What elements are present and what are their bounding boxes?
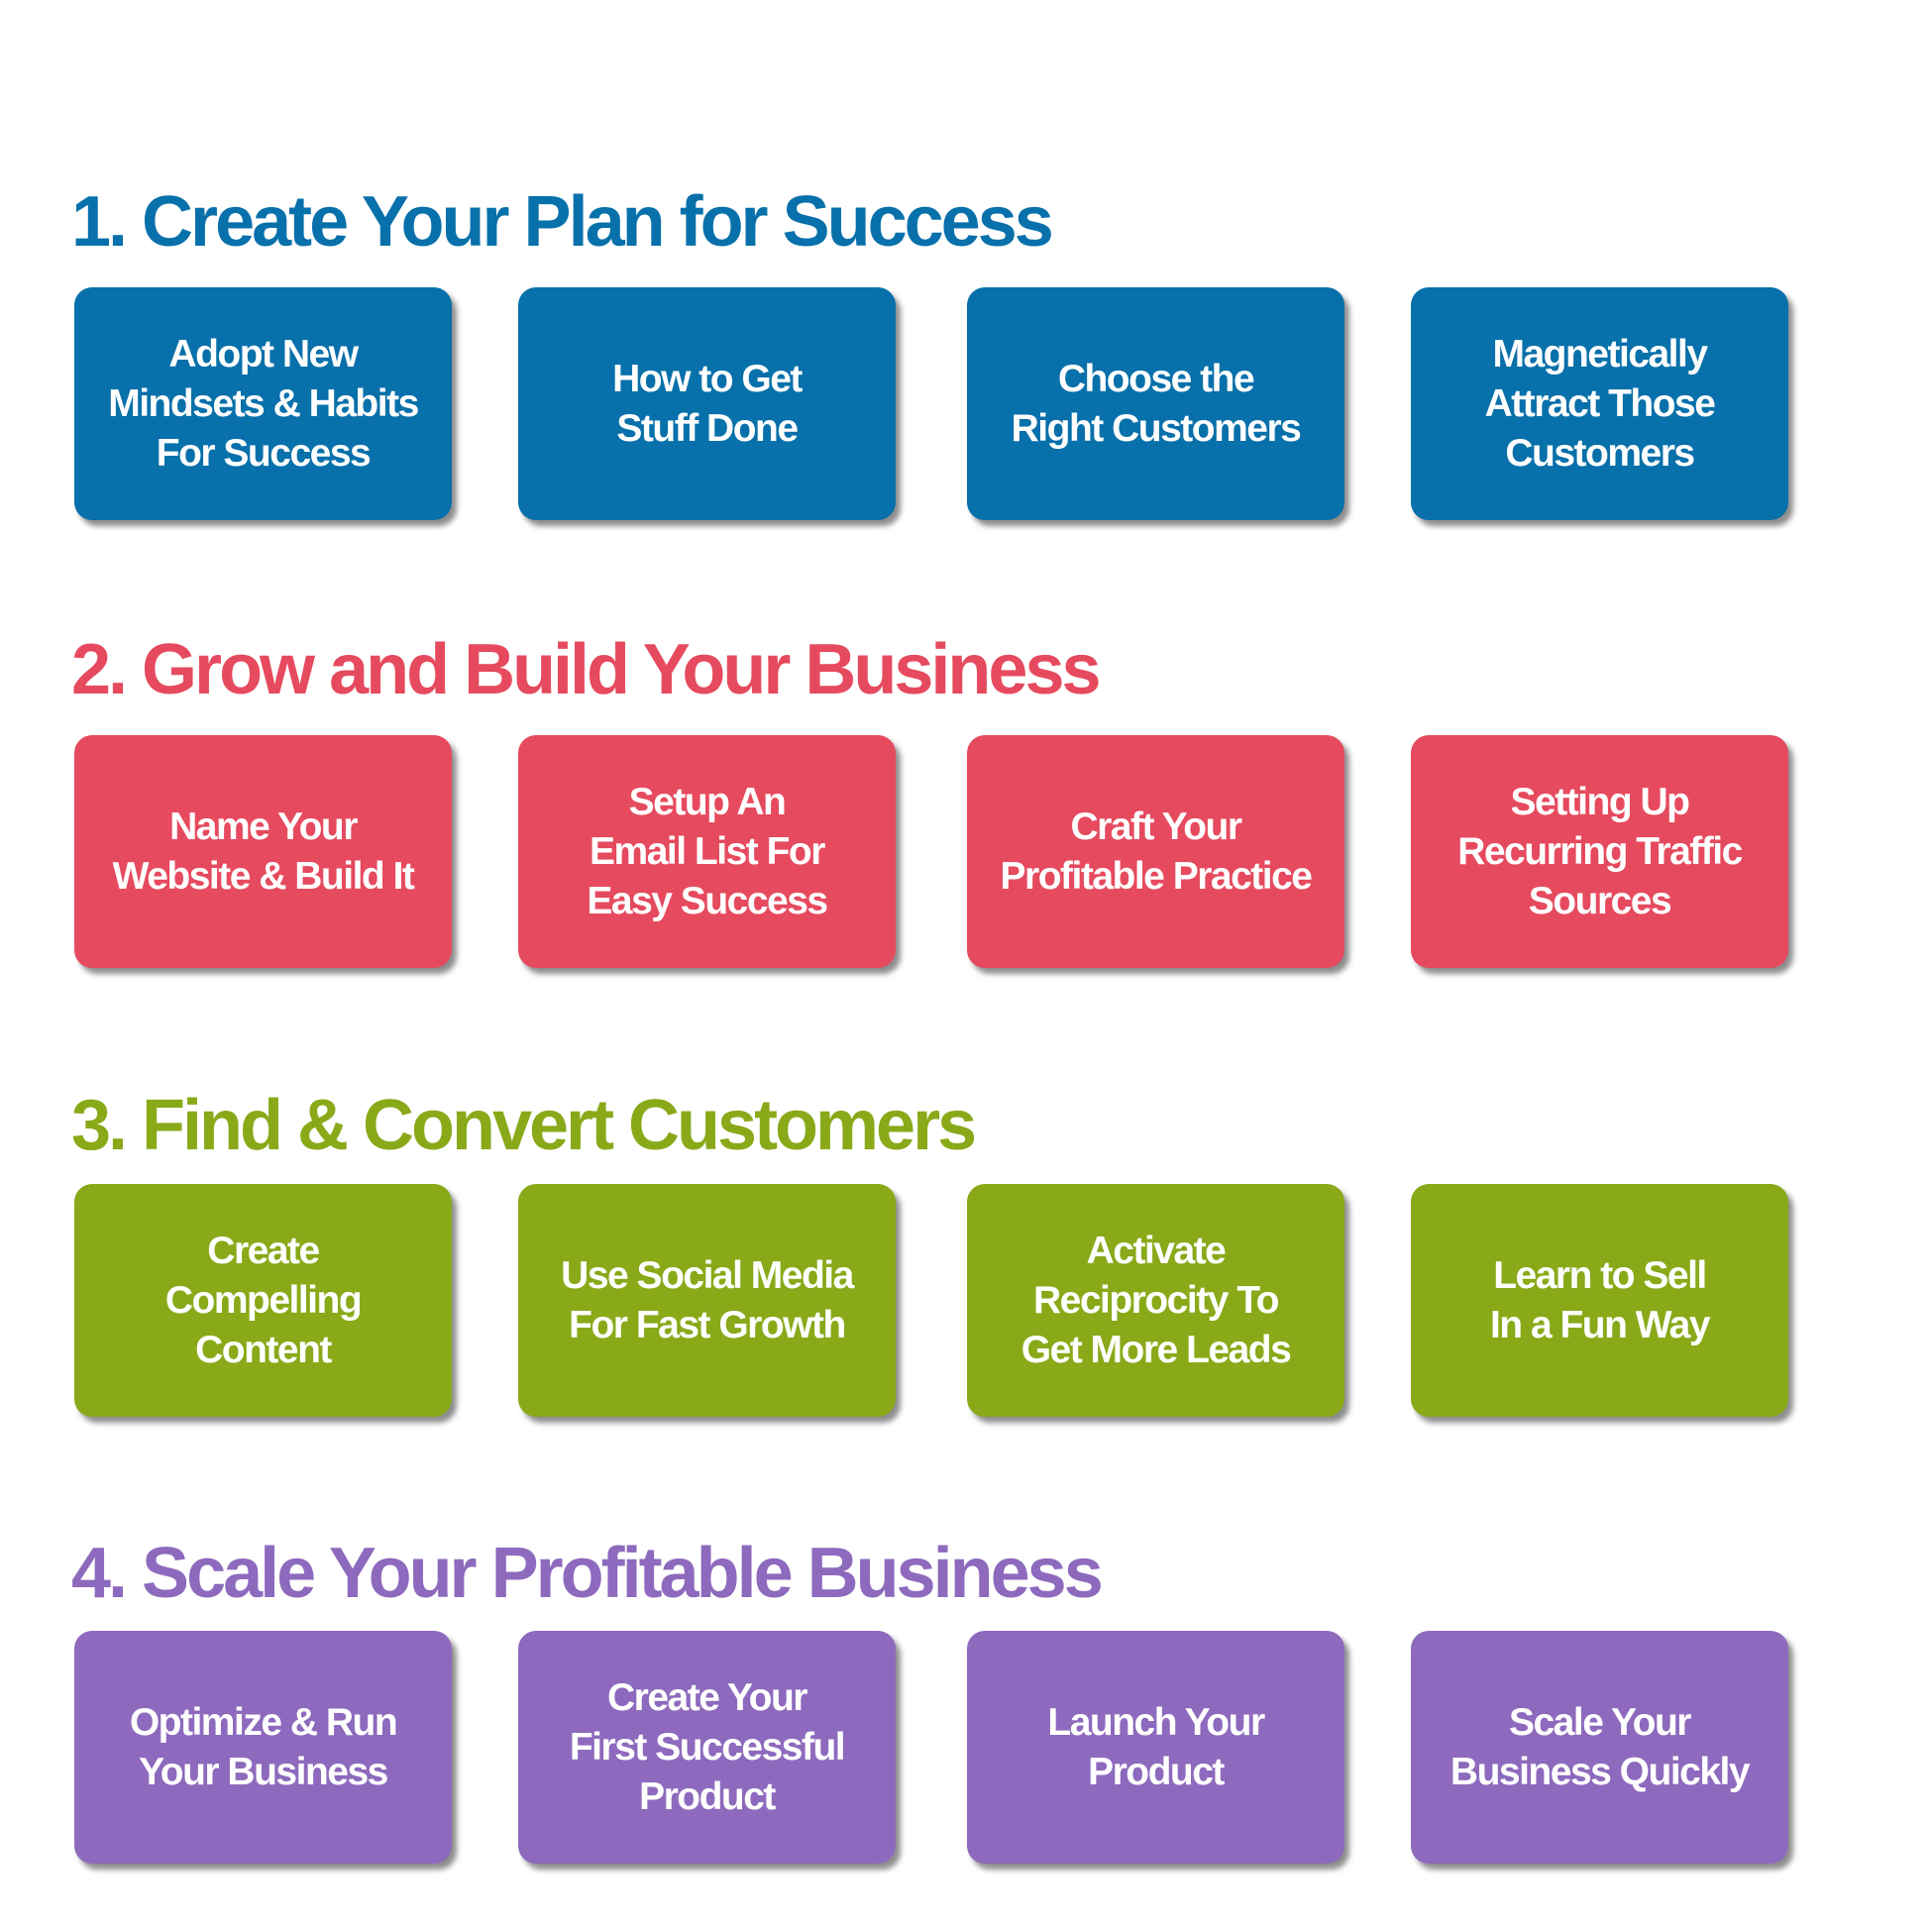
section-heading: 4. Scale Your Profitable Business — [71, 1534, 1104, 1613]
module-card[interactable]: Setup An Email List For Easy Success — [518, 735, 896, 968]
module-card[interactable]: How to Get Stuff Done — [518, 287, 896, 520]
section-heading: 1. Create Your Plan for Success — [71, 182, 1054, 262]
module-card[interactable]: Adopt New Mindsets & Habits For Success — [74, 287, 452, 520]
module-card[interactable]: Setting Up Recurring Traffic Sources — [1411, 735, 1788, 968]
module-card[interactable]: Use Social Media For Fast Growth — [518, 1184, 896, 1417]
module-card[interactable]: Learn to Sell In a Fun Way — [1411, 1184, 1788, 1417]
module-card[interactable]: Launch Your Product — [967, 1631, 1344, 1864]
module-card[interactable]: Scale Your Business Quickly — [1411, 1631, 1788, 1864]
module-card[interactable]: Optimize & Run Your Business — [74, 1631, 452, 1864]
module-card[interactable]: Create Compelling Content — [74, 1184, 452, 1417]
module-card[interactable]: Craft Your Profitable Practice — [967, 735, 1344, 968]
module-card[interactable]: Magnetically Attract Those Customers — [1411, 287, 1788, 520]
module-card[interactable]: Choose the Right Customers — [967, 287, 1344, 520]
section-heading: 3. Find & Convert Customers — [71, 1086, 977, 1165]
section-heading: 2. Grow and Build Your Business — [71, 630, 1102, 709]
module-card[interactable]: Activate Reciprocity To Get More Leads — [967, 1184, 1344, 1417]
module-card[interactable]: Create Your First Successful Product — [518, 1631, 896, 1864]
module-card[interactable]: Name Your Website & Build It — [74, 735, 452, 968]
